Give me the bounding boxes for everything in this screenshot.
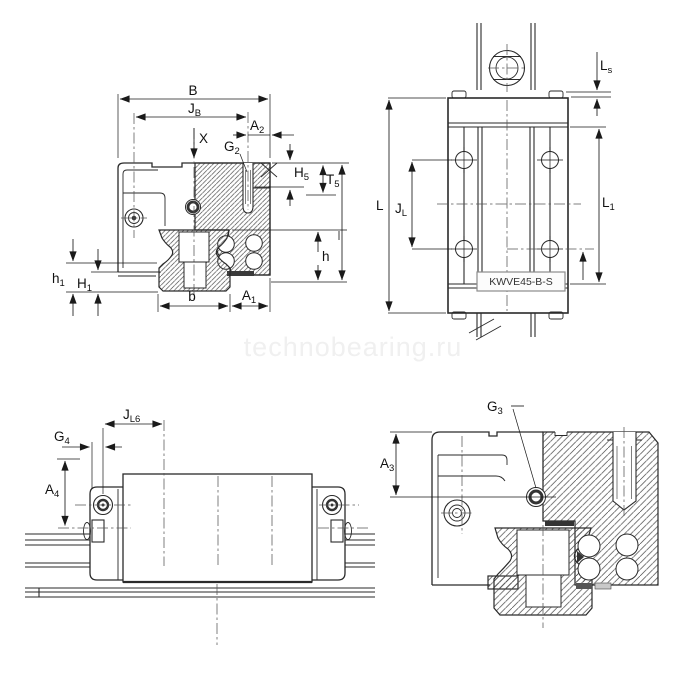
dimension-T5: T5 (306, 165, 340, 196)
rail-cross-section (158, 229, 231, 292)
dim-label-A4: A4 (45, 482, 59, 500)
dim-label-X: X (199, 131, 208, 146)
watermark-text: technobearing.ru (244, 332, 463, 362)
seal-strip (576, 583, 592, 589)
dimension-H5: H5 (255, 144, 349, 206)
dimension-JL: JL (395, 159, 452, 250)
dim-label-G2: G2 (224, 139, 240, 157)
dimension-A3: A3 (380, 431, 556, 498)
seal-tab (548, 90, 564, 99)
retainer-wedge (577, 551, 584, 563)
part-label-box: KWVE45-B-S (476, 271, 566, 292)
dim-label-H1: H1 (77, 276, 92, 294)
carriage-top-view (447, 90, 569, 320)
cross-section-view: B JB A2 X G2 H5 (52, 83, 349, 316)
dimension-X: X (190, 128, 208, 159)
dim-label-JL: JL (395, 201, 407, 219)
rail-side-view (25, 533, 375, 598)
dimension-Ls: Ls (566, 52, 613, 116)
dim-label-G4: G4 (54, 429, 70, 447)
dim-label-B: B (188, 83, 197, 98)
seal-strip (594, 582, 612, 590)
dimension-overall-height (338, 164, 346, 281)
dim-label-JL6: JL6 (123, 407, 140, 425)
dim-label-L1: L1 (602, 195, 615, 213)
dim-label-Ls: Ls (600, 58, 613, 76)
dim-label-JB: JB (188, 101, 201, 119)
fixing-screw (441, 499, 473, 527)
centerlines (461, 436, 544, 628)
dim-label-L: L (376, 198, 384, 213)
dimension-B: B (117, 83, 271, 158)
seal-bump (344, 522, 352, 540)
dim-label-A1: A1 (242, 288, 256, 306)
top-view: KWVE45-B-S L JL L1 Ls (376, 23, 615, 341)
clamp-tab (91, 519, 105, 543)
dimension-h: h (232, 229, 347, 283)
carriage-outline (117, 162, 271, 277)
rail-top-view (468, 23, 536, 341)
dimension-JL6: JL6 (102, 407, 163, 494)
dimension-A2: A2 (233, 118, 294, 139)
dim-label-A3: A3 (380, 456, 394, 474)
dim-label-G3: G3 (487, 399, 503, 417)
seal-strip (227, 271, 254, 276)
dimension-L: L (376, 97, 446, 314)
dimension-L1: L1 (570, 126, 615, 285)
side-view: JL6 G4 A4 (25, 407, 375, 645)
dim-label-h1: h1 (52, 271, 65, 289)
dim-label-T5: T5 (326, 172, 340, 190)
dim-label-A2: A2 (250, 118, 264, 136)
seal-bump (83, 522, 91, 540)
dim-label-H5: H5 (294, 165, 309, 183)
centerlines (58, 420, 371, 645)
clamp-tab (330, 519, 344, 543)
dimension-G3: G3 (487, 399, 537, 489)
part-label: KWVE45-B-S (489, 276, 553, 288)
rail-mounting-hole (488, 44, 526, 92)
dimension-H1: H1 (77, 249, 118, 316)
dimension-h1: h1 (52, 239, 158, 316)
dimension-G4: G4 (54, 429, 122, 489)
chamfer-mark-icon (260, 162, 278, 178)
section-detail-view: G3 A3 (380, 399, 659, 628)
ball-row (577, 533, 639, 581)
seal-tab (451, 90, 467, 99)
thread-hole-g3 (607, 427, 642, 519)
seal-strip (545, 521, 574, 526)
break-line-icon (468, 318, 502, 341)
dimension-A1: A1 (231, 278, 271, 312)
dimension-JB: JB (135, 101, 247, 121)
top-notch (554, 430, 568, 436)
seal-tab (451, 311, 467, 320)
carriage-outline (431, 431, 543, 586)
dim-label-h: h (322, 249, 330, 264)
dim-label-b: b (188, 289, 196, 304)
dimension-G2: G2 (224, 139, 248, 173)
thread-hole-g2 (242, 162, 278, 214)
dimension-A4: A4 (45, 458, 80, 526)
dimension-b: b (157, 289, 231, 312)
seal-tab (548, 311, 564, 320)
lube-port (185, 199, 201, 215)
